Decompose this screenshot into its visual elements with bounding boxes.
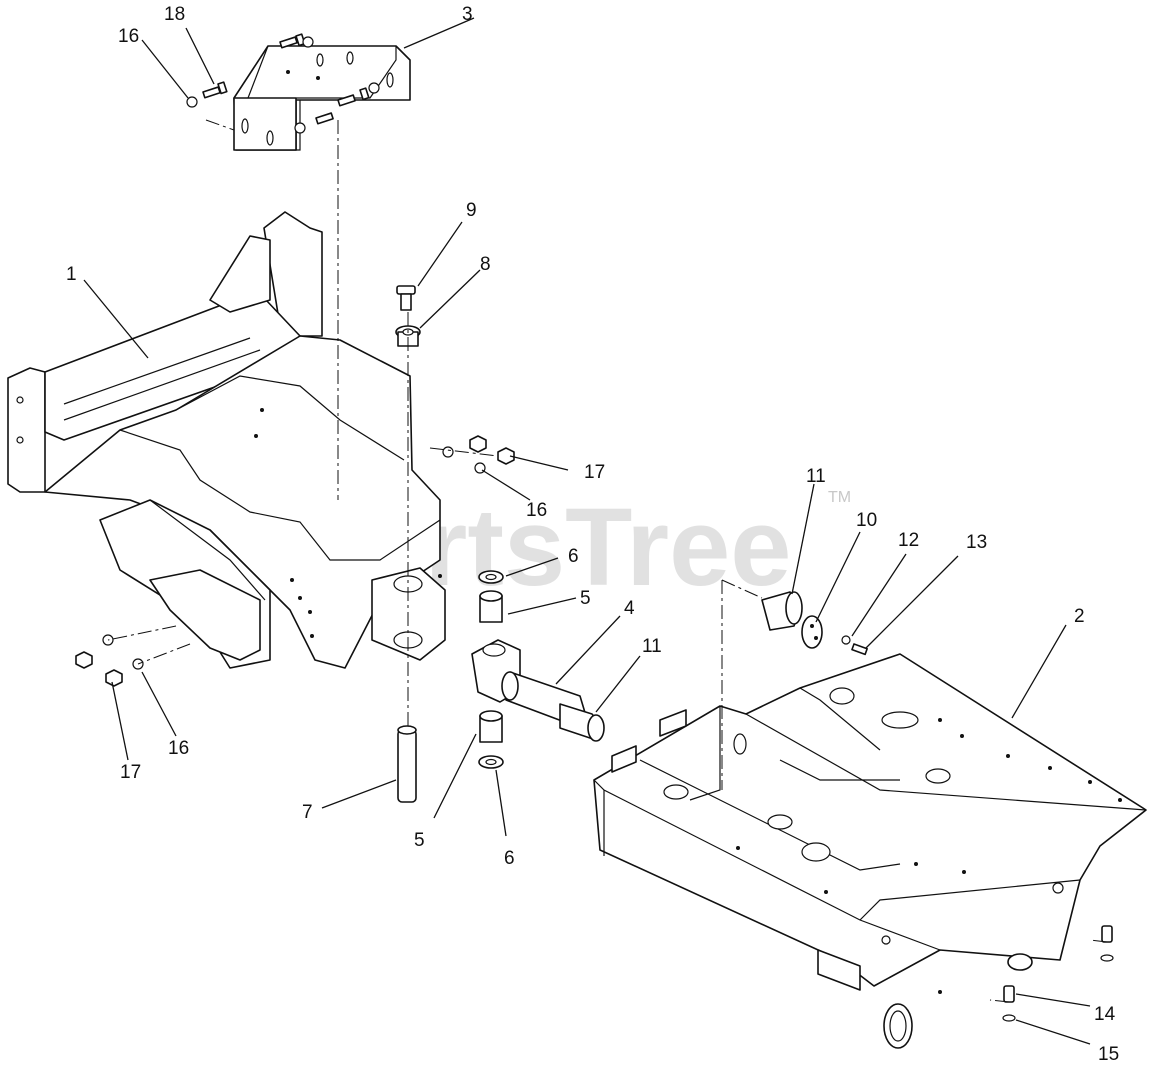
callout-5b: 5	[414, 830, 425, 851]
callout-14: 14	[1094, 1004, 1116, 1025]
callout-16a: 16	[118, 26, 139, 47]
assembly-lines	[107, 119, 1108, 1003]
part-3-upper-bracket	[233, 45, 411, 151]
callout-1: 1	[66, 264, 77, 285]
part-10-plate	[801, 615, 823, 649]
callout-17a: 17	[584, 462, 605, 483]
part-2-subframe	[593, 653, 1147, 1049]
part-11-bushing-upper	[761, 591, 803, 631]
callout-4: 4	[624, 598, 635, 619]
callout-3: 3	[462, 4, 473, 25]
callout-9: 9	[466, 200, 477, 221]
callout-13: 13	[966, 532, 987, 553]
part-13-bolt	[851, 643, 868, 656]
callout-7: 7	[302, 802, 313, 823]
callout-labels: 1 2 3 4 5 5 6 6 7 8 9 10 11 11 12 13 14 …	[66, 4, 1119, 1065]
callout-11b: 11	[642, 636, 662, 657]
callout-11a: 11	[806, 466, 826, 487]
part-15-washers	[1002, 954, 1114, 1022]
callout-18: 18	[164, 4, 185, 25]
leader-lines	[83, 17, 1091, 1045]
callout-10: 10	[856, 510, 877, 531]
callout-5a: 5	[580, 588, 591, 609]
callout-16b: 16	[526, 500, 547, 521]
callout-6b: 6	[504, 848, 515, 869]
part-18-bolts	[202, 33, 370, 125]
watermark-trademark: TM	[828, 489, 851, 506]
part-11-bushing-shaft	[559, 703, 605, 742]
part-7-pin	[397, 725, 417, 803]
part-5-spacers	[479, 590, 503, 743]
part-14-bolts	[1003, 925, 1113, 1003]
callout-15: 15	[1098, 1044, 1119, 1065]
part-16-washers-upper	[186, 36, 380, 134]
callout-17b: 17	[120, 762, 141, 783]
part-6-washers	[478, 570, 504, 769]
part-1-main-frame	[7, 211, 446, 669]
callout-8: 8	[480, 254, 491, 275]
part-12-washer	[841, 635, 851, 645]
callout-16c: 16	[168, 738, 189, 759]
part-9-bolt	[396, 285, 416, 311]
callout-2: 2	[1074, 606, 1085, 627]
callout-6a: 6	[568, 546, 579, 567]
callout-12: 12	[898, 530, 919, 551]
